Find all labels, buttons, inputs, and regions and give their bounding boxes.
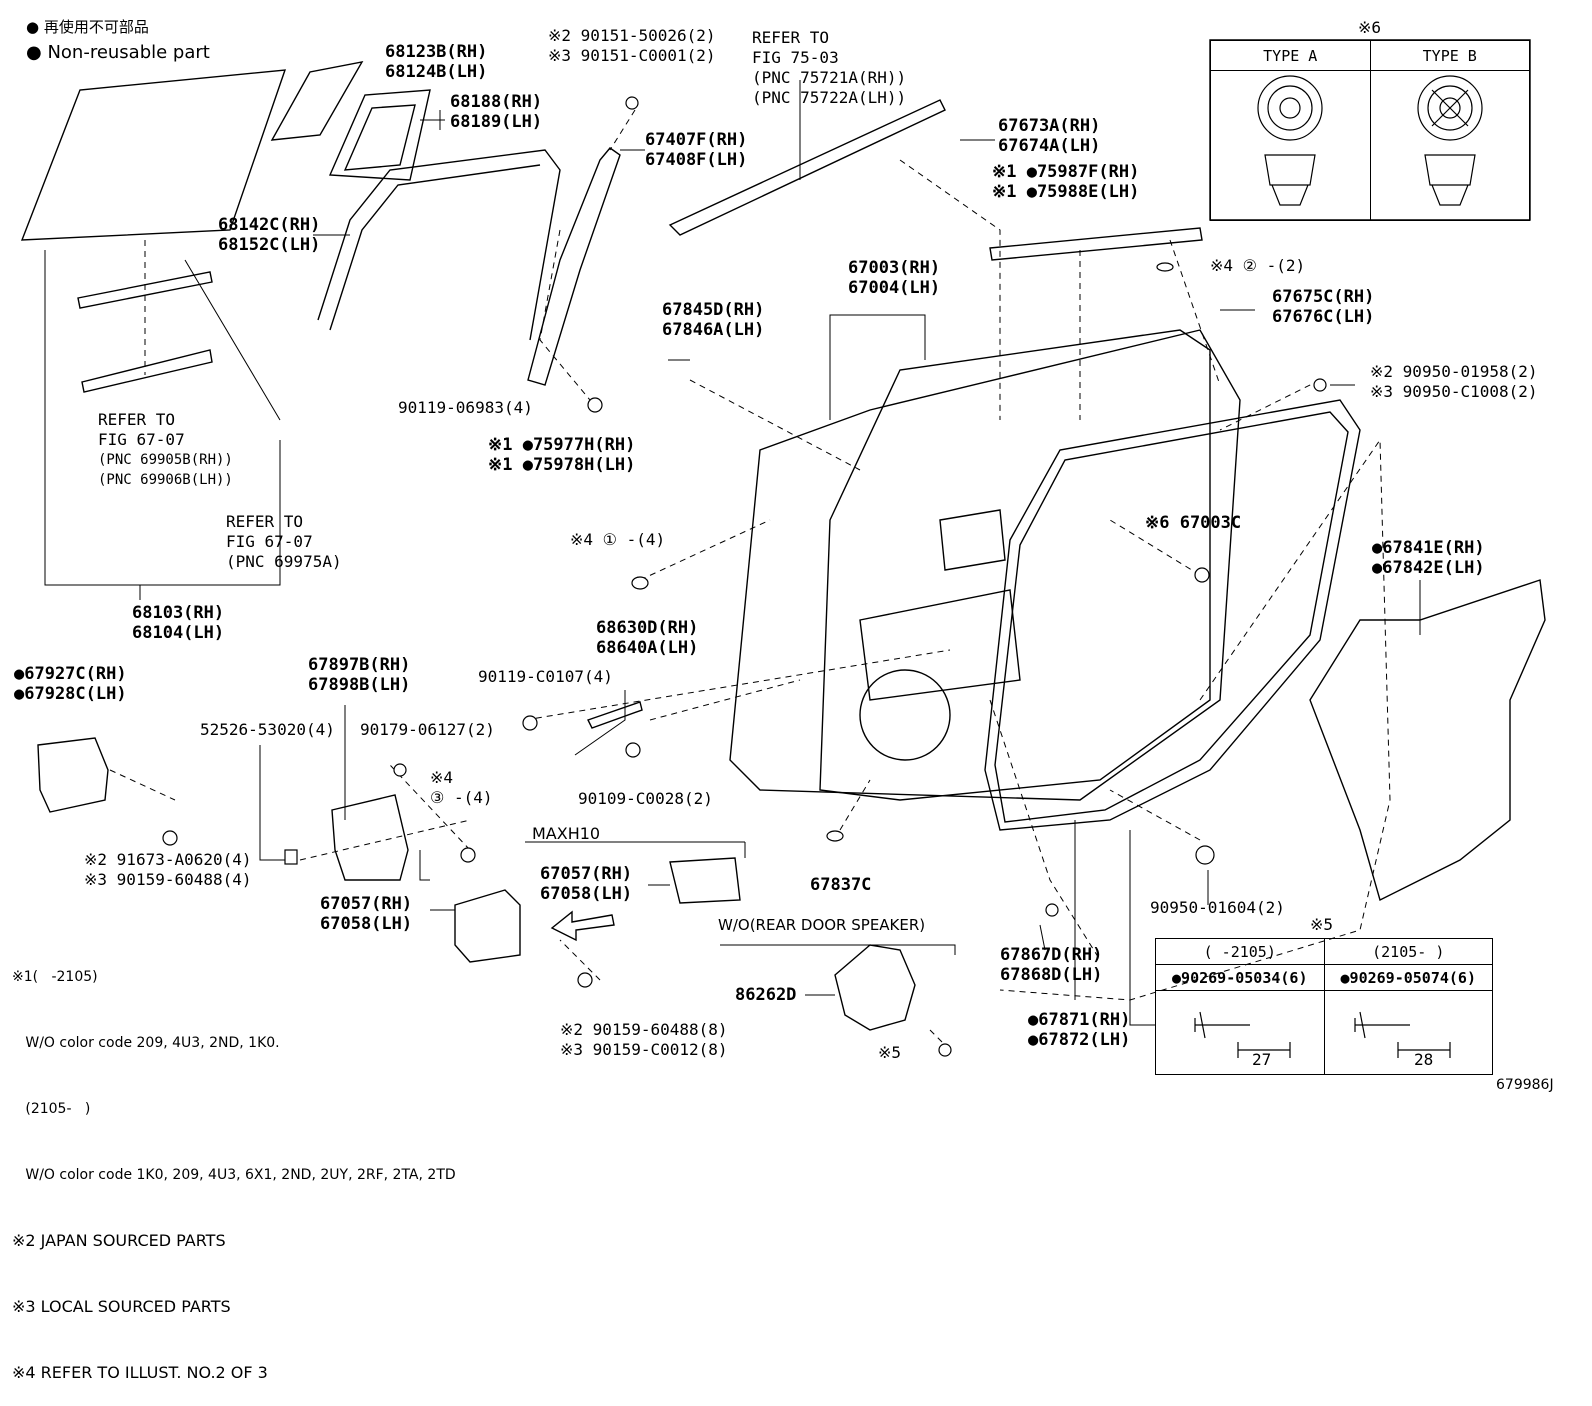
- label-75977: ※1 ●75977H(RH)※1 ●75978H(LH): [488, 435, 636, 475]
- lock-maxh-shape: [669, 857, 741, 904]
- runner-shape-2: [81, 349, 213, 393]
- legend-jp: ● 再使用不可部品: [26, 18, 149, 36]
- label-plug-1: ※4 ① -(4): [570, 530, 666, 549]
- label-67837c: 67837C: [810, 875, 872, 895]
- label-75987: ※1 ●75987F(RH)※1 ●75988E(LH): [992, 162, 1140, 202]
- label-67841: ●67841E(RH)●67842E(LH): [1372, 538, 1485, 578]
- upper-molding-shape: [668, 99, 946, 236]
- label-maxh10: MAXH10: [532, 824, 601, 843]
- footnotes: ※1( -2105) W/O color code 209, 4U3, 2ND,…: [12, 969, 456, 1382]
- label-67675: 67675C(RH)67676C(LH): [1272, 287, 1375, 327]
- belt-molding-shape: [989, 227, 1203, 261]
- legend-en: ● Non-reusable part: [26, 42, 210, 63]
- weatherstrip-inner: [994, 411, 1349, 823]
- table6-mark: ※6: [1358, 18, 1382, 37]
- table6-type-a: TYPE A: [1210, 40, 1371, 71]
- label-68188: 68188(RH)68189(LH): [450, 92, 543, 132]
- check-shape: [587, 701, 643, 729]
- label-67003c: ※6 67003C: [1145, 513, 1242, 533]
- label-screw-top: ※2 90151-50026(2)※3 90151-C0001(2): [548, 26, 716, 65]
- glass-shape: [20, 69, 287, 241]
- speaker-cover-shape: [834, 944, 916, 1031]
- label-67057: 67057(RH)67058(LH): [320, 894, 413, 934]
- dim-28: 28: [1414, 1050, 1434, 1069]
- label-68103: 68103(RH)68104(LH): [132, 603, 225, 643]
- table5-col1-head: ( -2105): [1155, 938, 1325, 965]
- weatherstrip-shape: [984, 399, 1361, 831]
- lock-shape: [454, 889, 521, 963]
- label-90950-01604: 90950-01604(2): [1150, 898, 1285, 917]
- service-cover-shape: [1309, 579, 1546, 902]
- table5-col1-part: ●90269-05034(6): [1155, 964, 1325, 991]
- label-plug-2: ※4 ② -(2): [1210, 256, 1306, 275]
- label-91673: ※2 91673-A0620(4)※3 90159-60488(4): [84, 850, 252, 889]
- label-67845: 67845D(RH)67846A(LH): [662, 300, 765, 340]
- label-90109: 90109-C0028(2): [578, 789, 713, 808]
- table5-mark: ※5: [1310, 915, 1334, 934]
- runner-shape-1: [77, 271, 213, 309]
- label-nut-top: ※2 90950-01958(2)※3 90950-C1008(2): [1370, 362, 1538, 401]
- label-67003: 67003(RH)67004(LH): [848, 258, 941, 298]
- label-90179: 90179-06127(2): [360, 720, 495, 739]
- table5: ( -2105) (2105- ) ●90269-05034(6) ●90269…: [1155, 938, 1493, 1075]
- label-67927: ●67927C(RH)●67928C(LH): [14, 664, 127, 704]
- label-67673: 67673A(RH)67674A(LH): [998, 116, 1101, 156]
- label-90119-c0107: 90119-C0107(4): [478, 667, 613, 686]
- arrow-shape: [550, 910, 615, 942]
- label-wo-speaker: W/O(REAR DOOR SPEAKER): [718, 916, 926, 934]
- label-68142: 68142C(RH)68152C(LH): [218, 215, 321, 255]
- label-67897: 67897B(RH)67898B(LH): [308, 655, 411, 695]
- speaker-hole-shape: [859, 669, 951, 761]
- label-67871: ●67871(RH)●67872(LH): [1028, 1010, 1131, 1050]
- inner-panel-shape: [819, 329, 1211, 801]
- label-90119-06983: 90119-06983(4): [398, 398, 533, 417]
- sash-shape: [527, 147, 621, 386]
- label-67057-maxh: 67057(RH)67058(LH): [540, 864, 633, 904]
- dim-27: 27: [1252, 1050, 1272, 1069]
- table5-col2-head: (2105- ): [1323, 938, 1493, 965]
- label-68123: 68123B(RH)68124B(LH): [385, 42, 488, 82]
- quarter-glass-shape: [270, 61, 364, 141]
- label-86262d: 86262D: [735, 985, 797, 1005]
- label-screw-bottom: ※2 90159-60488(8)※3 90159-C0012(8): [560, 1020, 728, 1059]
- label-67407: 67407F(RH)67408F(LH): [645, 130, 748, 170]
- outer-panel-shape: [729, 329, 1241, 801]
- bracket-shape: [331, 794, 409, 881]
- label-note5: ※5: [878, 1043, 902, 1062]
- run-channel-shape: [317, 149, 561, 341]
- pad-shape: [37, 737, 109, 813]
- table6-type-b: TYPE B: [1369, 40, 1530, 71]
- label-52526: 52526-53020(4): [200, 720, 335, 739]
- table6: TYPE A TYPE B: [1210, 40, 1530, 221]
- label-68630: 68630D(RH)68640A(LH): [596, 618, 699, 658]
- inner-panel-detail: [859, 509, 1021, 701]
- table5-col2-part: ●90269-05074(6): [1323, 964, 1493, 991]
- figure-id: 679986J: [1496, 1077, 1554, 1093]
- label-67867: 67867D(RH)67868D(LH): [1000, 945, 1103, 985]
